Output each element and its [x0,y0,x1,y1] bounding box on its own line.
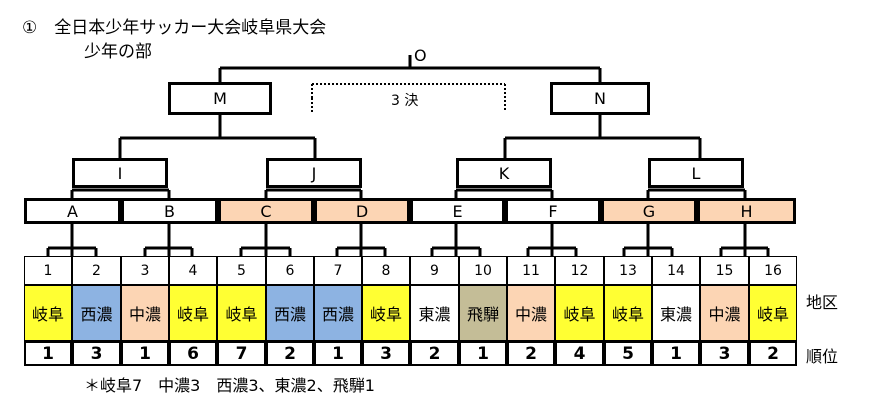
team-number: 3 [121,256,169,285]
team-number: 14 [652,256,700,285]
rank-row-label: 順位 [806,347,839,366]
team-region: 飛騨 [459,285,507,341]
footnote: ＊岐阜7 中濃3 西濃3、東濃2、飛騨1 [84,376,375,395]
team-rank: 6 [169,341,217,366]
team-rank: 3 [72,341,121,366]
page-subtitle: 少年の部 [84,42,152,62]
third-place-label: 3 決 [391,93,419,109]
team-region: 西濃 [314,285,362,341]
team-rank: 7 [217,341,266,366]
team-rank: 3 [700,341,749,366]
team-region: 中濃 [507,285,555,341]
team-number: 2 [72,256,121,285]
team-rank: 1 [24,341,72,366]
team-region: 中濃 [121,285,169,341]
team-rank: 3 [362,341,410,366]
match-box-k: K [456,158,552,188]
team-number: 6 [266,256,314,285]
match-box-h: H [697,198,796,224]
team-rank: 2 [410,341,459,366]
team-number: 5 [217,256,266,285]
team-rank: 4 [555,341,604,366]
match-box-j: J [266,158,362,188]
team-region: 東濃 [410,285,459,341]
team-region: 岐阜 [362,285,410,341]
team-number: 1 [24,256,72,285]
match-box-g: G [601,198,697,224]
team-region: 岐阜 [24,285,72,341]
team-rank: 1 [121,341,169,366]
match-box-a: A [24,198,121,224]
team-region: 中濃 [700,285,749,341]
team-number: 16 [749,256,797,285]
team-region: 岐阜 [169,285,217,341]
team-region: 岐阜 [555,285,604,341]
team-number: 9 [410,256,459,285]
team-region: 東濃 [652,285,700,341]
team-number: 8 [362,256,410,285]
team-number: 13 [604,256,652,285]
match-box-n: N [550,82,650,115]
match-box-f: F [505,198,601,224]
team-region: 西濃 [266,285,314,341]
team-number: 11 [507,256,555,285]
match-box-i: I [72,158,168,188]
team-region: 岐阜 [749,285,797,341]
team-rank: 5 [604,341,652,366]
match-box-m: M [168,82,272,115]
team-rank: 2 [266,341,314,366]
match-box-b: B [121,198,218,224]
team-rank: 1 [652,341,700,366]
team-number: 4 [169,256,217,285]
match-box-d: D [314,198,410,224]
team-rank: 1 [314,341,362,366]
team-number: 15 [700,256,749,285]
page-title: ① 全日本少年サッカー大会岐阜県大会 [22,18,327,38]
team-number: 7 [314,256,362,285]
team-region: 西濃 [72,285,121,341]
team-number: 12 [555,256,604,285]
match-box-c: C [218,198,314,224]
final-label: O [414,46,427,65]
team-number: 10 [459,256,507,285]
team-region: 岐阜 [604,285,652,341]
team-region: 岐阜 [217,285,266,341]
team-rank: 2 [507,341,555,366]
team-rank: 2 [749,341,797,366]
match-box-e: E [410,198,505,224]
match-box-l: L [648,158,744,188]
team-rank: 1 [459,341,507,366]
region-row-label: 地区 [806,293,839,312]
